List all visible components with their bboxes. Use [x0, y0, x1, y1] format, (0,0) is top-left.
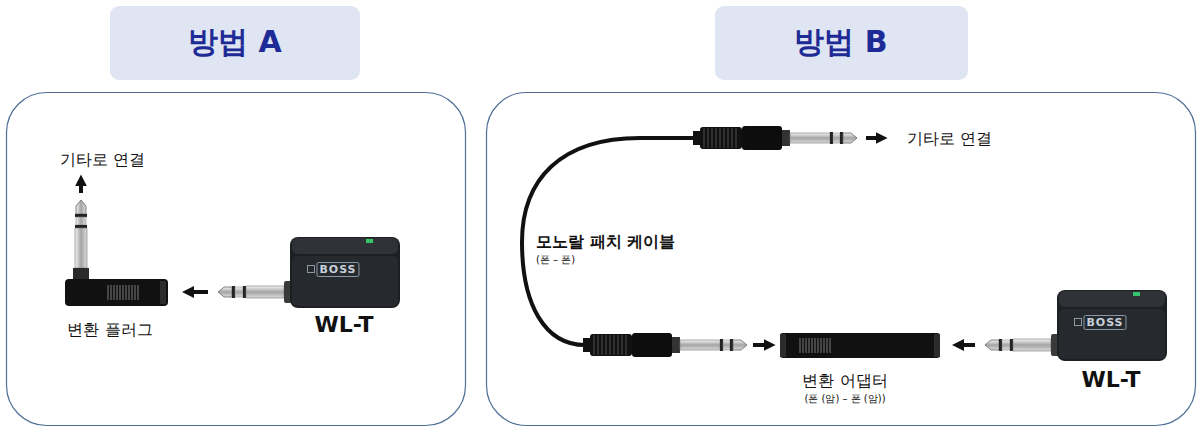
- text-holder: (폰 – 폰): [534, 253, 577, 266]
- connect-note: 기타로 연결: [58, 150, 147, 170]
- text-holder: 변환 어댑터: [802, 371, 887, 391]
- text-holder: 방법 B: [794, 24, 887, 60]
- transmitter-node: BOSS WL-T: [985, 289, 1169, 393]
- brand-logo: BOSS: [1083, 315, 1126, 330]
- cable-name: 모노랄 패치 케이블: [534, 232, 677, 252]
- plug-insulator: [830, 132, 833, 144]
- plug-insulator: [840, 132, 843, 144]
- text-holder: 기타로 연결: [905, 129, 994, 149]
- coupler-adapter: [780, 333, 940, 358]
- plug-ring: [76, 217, 86, 225]
- direction-arrow: [79, 184, 83, 193]
- plug-endcap: [160, 281, 166, 304]
- method-header: 방법 B: [715, 6, 968, 80]
- plug-insulator: [75, 214, 87, 217]
- text-holder: WL-T: [314, 312, 373, 338]
- cable-spec: (폰 – 폰): [534, 253, 577, 266]
- method-header: 방법 A: [110, 6, 360, 80]
- adapter-body: [780, 333, 940, 358]
- plug-boot: [693, 131, 701, 145]
- node-text: 변환 플러그: [67, 320, 152, 340]
- plug-collar: [782, 130, 790, 146]
- text-holder: 모노랄 패치 케이블: [534, 232, 677, 252]
- brand-logo: BOSS: [316, 262, 359, 277]
- straight-plug: [693, 126, 857, 150]
- node-text: WL-T: [314, 312, 373, 338]
- plug-ring: [833, 133, 840, 143]
- adapter-endcap: [780, 334, 786, 357]
- straight-plug: [583, 333, 747, 357]
- text-holder: BOSS: [316, 262, 359, 277]
- text-holder: 방법 A: [188, 24, 282, 60]
- adapter-endcap: [934, 334, 940, 357]
- plug-ridges: [704, 128, 736, 148]
- plug-grip: [700, 127, 742, 149]
- text-holder: (폰 (암) – 폰 (암)): [804, 392, 885, 405]
- plug-sleeve: [790, 133, 830, 143]
- transmitter: [985, 290, 1167, 361]
- node-text: (폰 (암) – 폰 (암)): [804, 392, 885, 405]
- adapter-node: 변환 어댑터(폰 (암) – 폰 (암)): [778, 331, 942, 407]
- direction-arrow: [753, 343, 766, 347]
- plug-grip: [108, 285, 138, 300]
- angle-plug-node: 변환 플러그: [62, 196, 172, 344]
- signal-arrow: [192, 290, 208, 294]
- plug-body: [742, 126, 782, 150]
- text-holder: BOSS: [1083, 315, 1126, 330]
- direction-arrow: [866, 136, 878, 140]
- signal-arrow: [962, 343, 975, 347]
- angle-plug: [65, 200, 168, 306]
- text-holder: 변환 플러그: [67, 320, 152, 340]
- text-holder: WL-T: [1081, 367, 1140, 393]
- plug-collar: [73, 268, 89, 279]
- node-text: 방법 B: [794, 24, 887, 60]
- panel-frame: [7, 93, 466, 426]
- panel-frame: [487, 93, 1196, 426]
- plug-insulator: [75, 225, 87, 228]
- text-holder: 기타로 연결: [58, 150, 147, 170]
- plug-tip: [76, 200, 86, 214]
- transmitter: [218, 237, 400, 308]
- node-text: WL-T: [1081, 367, 1140, 393]
- plug-body: [65, 279, 168, 306]
- plug-tip: [843, 133, 857, 143]
- node-text: 변환 어댑터: [802, 371, 887, 391]
- patch-cable: [522, 138, 695, 345]
- plug-sleeve: [75, 228, 87, 268]
- connect-note: 기타로 연결: [905, 129, 994, 149]
- adapter-grip: [800, 338, 830, 353]
- node-text: 방법 A: [188, 24, 282, 60]
- transmitter-node: BOSS WL-T: [218, 236, 402, 340]
